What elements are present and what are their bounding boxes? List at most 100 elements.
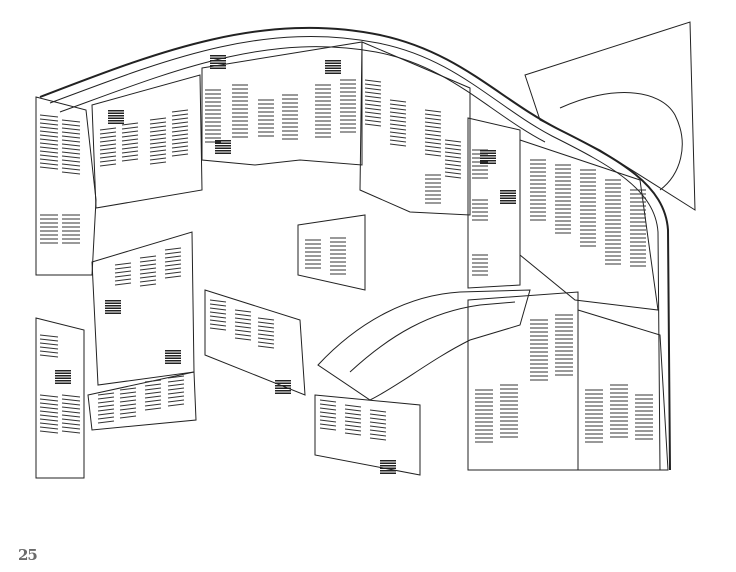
stack-row [114, 266, 132, 270]
stack-row [364, 107, 382, 111]
stack-row [164, 259, 182, 263]
stack-row [171, 137, 189, 141]
stack-row [61, 131, 81, 135]
stair-step [215, 152, 231, 154]
stack-row [121, 130, 139, 134]
stack-row [257, 317, 275, 321]
stack-row [234, 309, 252, 313]
stair-step [55, 375, 71, 377]
stack-row [39, 154, 59, 158]
stair-step [480, 155, 496, 157]
stack-row [257, 341, 275, 345]
stair-step [55, 380, 71, 382]
stack-row [257, 337, 275, 341]
stack-row [149, 153, 167, 157]
stack-row [97, 404, 115, 408]
stack-row [39, 414, 59, 418]
stack-row [234, 321, 252, 325]
stack-row [257, 321, 275, 325]
stair-step [210, 55, 226, 57]
stack-row [209, 315, 227, 319]
stack-row [39, 426, 59, 430]
stair-step [275, 392, 291, 394]
stack-row [121, 150, 139, 154]
stack-row [149, 157, 167, 161]
stack-row [209, 303, 227, 307]
stack-row [344, 408, 362, 412]
stack-row [369, 437, 387, 441]
stack-row [424, 117, 442, 121]
stack-row [97, 412, 115, 416]
stack-row [61, 426, 81, 430]
stack-row [61, 402, 81, 406]
stack-row [171, 129, 189, 133]
stack-row [119, 399, 137, 403]
stack-row [234, 329, 252, 333]
stack-row [121, 134, 139, 138]
stair-step [325, 72, 341, 74]
stair-step [210, 62, 226, 64]
stack-row [319, 403, 337, 407]
stack-row [139, 271, 157, 275]
stair-step [210, 57, 226, 59]
stack-row [319, 411, 337, 415]
stack-row [171, 149, 189, 153]
stack-row [389, 127, 407, 131]
stack-row [119, 391, 137, 395]
stack-row [257, 329, 275, 333]
stack-row [171, 153, 189, 157]
stack-row [319, 415, 337, 419]
lower-left-block [87, 371, 197, 431]
stack-row [144, 403, 162, 407]
stack-row [97, 392, 115, 396]
stack-row [344, 404, 362, 408]
stack-row [149, 137, 167, 141]
stack-row [164, 267, 182, 271]
stair-step [215, 142, 231, 144]
stack-row [167, 395, 185, 399]
stack-row [364, 119, 382, 123]
stack-row [344, 416, 362, 420]
stair-step [105, 310, 121, 312]
stack-row [444, 171, 462, 175]
stack-row [61, 139, 81, 143]
stack-row [389, 103, 407, 107]
stack-row [424, 137, 442, 141]
stack-row [39, 150, 59, 154]
stack-row [167, 403, 185, 407]
stack-row [209, 307, 227, 311]
stair-step [215, 150, 231, 152]
stack-row [424, 109, 442, 113]
stack-row [319, 407, 337, 411]
stack-row [39, 138, 59, 142]
stack-row [424, 149, 442, 153]
stack-row [319, 427, 337, 431]
stack-row [61, 406, 81, 410]
center-diagonal-block [204, 289, 306, 396]
stack-row [114, 270, 132, 274]
stack-row [119, 411, 137, 415]
stack-row [61, 123, 81, 127]
stair-step [108, 117, 124, 119]
stack-row [61, 394, 81, 398]
stair-step [210, 65, 226, 67]
stack-row [344, 428, 362, 432]
stair-symbols [55, 55, 516, 474]
stack-row [257, 345, 275, 349]
stack-row [39, 418, 59, 422]
stack-row [444, 139, 462, 143]
stack-row [139, 255, 157, 259]
stack-row [389, 139, 407, 143]
stack-row [257, 325, 275, 329]
stack-row [149, 149, 167, 153]
left-upper-block [35, 96, 97, 276]
stair-step [55, 370, 71, 372]
stack-row [39, 122, 59, 126]
stack-row [39, 342, 59, 346]
stack-row [319, 419, 337, 423]
stack-row [167, 391, 185, 395]
stack-row [364, 83, 382, 87]
stair-step [105, 300, 121, 302]
stack-row [164, 271, 182, 275]
stack-row [61, 163, 81, 167]
